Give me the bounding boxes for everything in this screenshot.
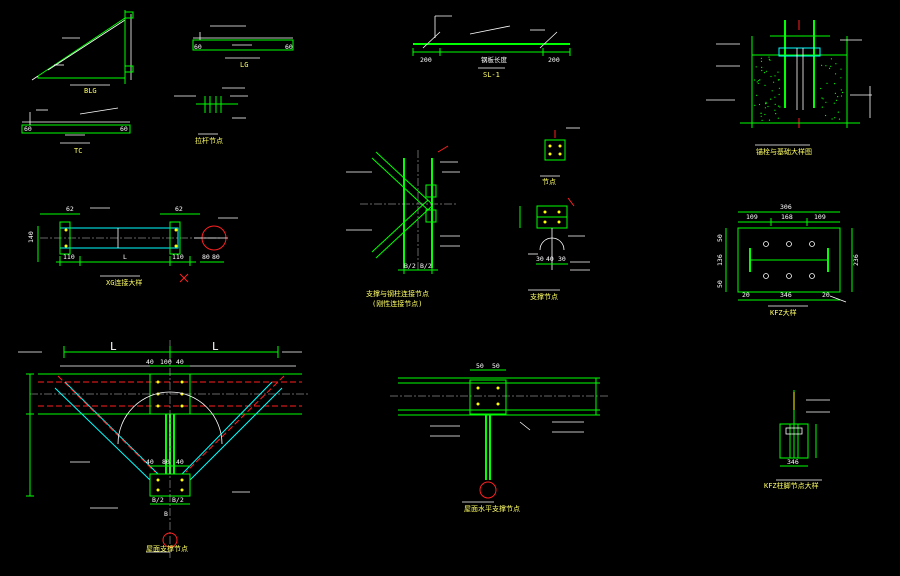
plate-top-dim: 306 [780,203,792,211]
sect-b-dim-b: 40 [546,255,554,263]
tc-dim-right: 60 [120,125,128,133]
sect-a-caption: 支撑与钢柱连接节点 [366,289,429,298]
detail-base: 锚栓与基础大样图 [706,20,872,156]
beam-dim-left: 50 [476,362,484,370]
plate-bottom-3: 20 [822,291,830,299]
detail-beam: 50 50 屋面水平支撑节点 [390,362,610,513]
small-base-caption: KFZ柱脚节点大样 [764,481,819,490]
sl1-dim-right: 200 [548,56,560,64]
beam-caption: 屋面水平支撑节点 [464,504,520,513]
beam-dim-right: 50 [492,362,500,370]
k-brace-bot-dim-3: 40 [176,458,184,466]
plate-bottom-2: 346 [780,291,792,299]
k-brace-bottom-dim-2: B/2 [172,496,184,504]
tie-rod-caption: 拉杆节点 [195,136,223,145]
detail-small-base: 346 KFZ柱脚节点大样 [764,390,830,490]
k-brace-bot-dim-1: 40 [146,458,154,466]
k-brace-top-dim-3: 40 [176,358,184,366]
k-brace-top-dim-2: 100 [160,358,172,366]
k-brace-bottom-mark: B [164,510,168,518]
sect-b-dim-a: 30 [536,255,544,263]
xg-dim-right: 110 [172,253,184,261]
xg-dim-height: 140 [27,231,35,243]
plate-row-2: 136 [716,254,724,266]
sect-b-caption: 支撑节点 [530,292,558,301]
k-brace-top-dim-1: 40 [146,358,154,366]
plate-row-3: 50 [716,280,724,288]
tc-caption: TC [74,147,82,155]
sl1-dim-left: 200 [420,56,432,64]
small-base-dim: 346 [787,458,799,466]
detail-xg: 62 62 140 110 L 110 80 80 XG连接大样 [27,205,238,287]
sect-b-dim-c: 30 [558,255,566,263]
plate-col-1: 109 [746,213,758,221]
detail-sl1: 200 钢板长度 200 SL-1 [412,15,571,79]
xg-caption: XG连接大样 [106,278,142,287]
base-caption: 锚栓与基础大样图 [756,147,812,156]
lg-dim-right: 60 [285,43,293,51]
plate-bottom-1: 20 [742,291,750,299]
k-brace-caption: 屋面支撑节点 [146,544,188,553]
detail-section-b: 节点 30 40 30 支撑节点 [519,127,590,301]
k-brace-span-left: L [110,340,117,353]
xg-top-dim-left: 62 [66,205,74,213]
xg-dim-b: 80 [212,253,220,261]
lg-dim-left: 60 [194,43,202,51]
sl1-caption: SL-1 [483,71,500,79]
plate-caption: KFZ大样 [770,308,797,317]
detail-lg: 60 60 LG [192,25,294,69]
detail-section-a: B/2 B/2 支撑与钢柱连接节点 (刚性连接节点) [346,145,460,308]
sect-a-dim-right: B/2 [420,262,432,270]
sect-a-sub-caption: (刚性连接节点) [372,299,422,308]
k-brace-bot-dim-2: 80 [162,458,170,466]
plate-col-3: 109 [814,213,826,221]
detail-tie-rod: 拉杆节点 [174,87,248,145]
detail-k-brace: L L 40 100 40 40 80 40 B/2 B/2 B 屋面支撑节点 [18,340,310,560]
xg-dim-span: L [123,253,127,261]
k-brace-bottom-dim-1: B/2 [152,496,164,504]
plate-side-dim: 236 [852,254,860,266]
xg-dim-left: 110 [63,253,75,261]
sl1-mid-label: 钢板长度 [481,55,508,64]
xg-top-dim-right: 62 [175,205,183,213]
k-brace-span-right: L [212,340,219,353]
sect-a-dim-left: B/2 [404,262,416,270]
detail-tc: 60 60 TC [21,107,131,155]
sect-b-upper-caption: 节点 [542,178,556,186]
plate-col-2: 168 [781,213,793,221]
detail-plate: 306 109 168 109 50 136 50 236 20 346 20 … [716,203,860,317]
plate-row-1: 50 [716,234,724,242]
concrete-hatch [754,56,844,121]
blg-caption: BLG [84,87,97,95]
detail-blg: BLG [31,10,134,95]
xg-dim-a: 80 [202,253,210,261]
tc-dim-left: 60 [24,125,32,133]
lg-caption: LG [240,61,248,69]
